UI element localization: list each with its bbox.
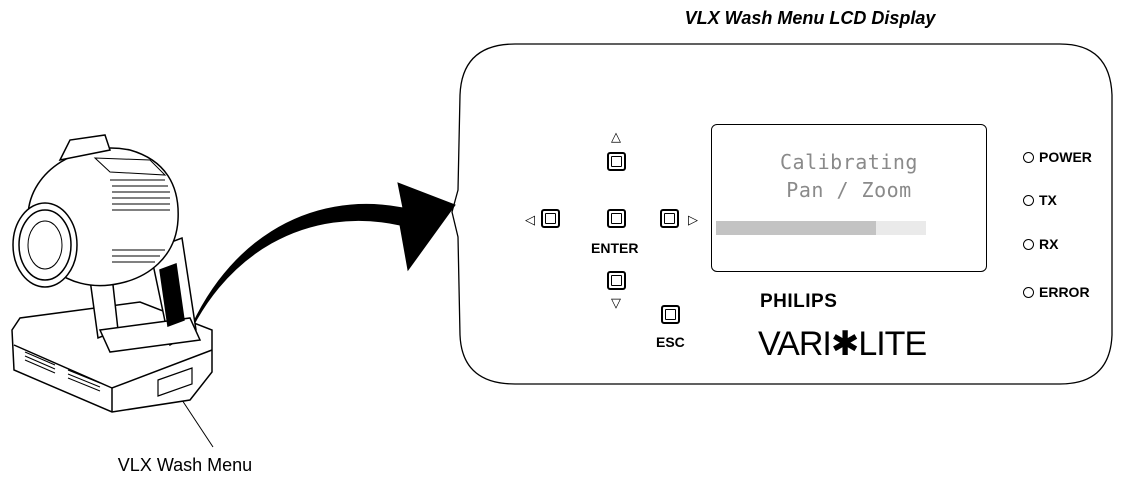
led-power: POWER [1023,149,1092,165]
diagram-title: VLX Wash Menu LCD Display [684,8,936,28]
lcd-display: Calibrating Pan / Zoom [711,124,987,272]
led-power-label: POWER [1039,149,1092,165]
fixture-leader-line [181,399,214,448]
left-button[interactable] [541,209,560,228]
led-rx-icon [1023,238,1034,250]
pointer-arrow [179,182,456,356]
up-arrow-icon: △ [611,129,621,144]
down-button[interactable] [607,271,626,290]
right-arrow-icon: ▷ [688,212,698,227]
led-rx-label: RX [1039,236,1059,252]
esc-label: ESC [656,334,685,350]
led-tx-icon [1023,194,1034,206]
led-error: ERROR [1023,284,1090,300]
philips-logo: PHILIPS [760,291,838,312]
varilite-logo: VARI✱LITE [758,325,927,363]
up-button[interactable] [607,152,626,171]
lcd-progress-fill [716,221,876,235]
esc-button[interactable] [661,305,680,324]
led-rx: RX [1023,236,1058,252]
enter-button[interactable] [607,209,626,228]
fixture-label: VLX Wash Menu [117,455,253,475]
enter-label: ENTER [591,240,639,256]
down-arrow-icon: ▽ [611,295,621,310]
left-arrow-icon: ◁ [525,212,535,227]
led-power-icon [1023,151,1034,163]
led-tx: TX [1023,192,1057,208]
led-tx-label: TX [1039,192,1057,208]
vlx-wash-fixture [11,134,213,413]
led-error-label: ERROR [1039,284,1090,300]
right-button[interactable] [660,209,679,228]
lcd-line-1: Calibrating [780,150,918,174]
led-error-icon [1023,286,1034,298]
lcd-progress-bar [716,221,926,235]
lcd-line-2: Pan / Zoom [786,178,912,202]
